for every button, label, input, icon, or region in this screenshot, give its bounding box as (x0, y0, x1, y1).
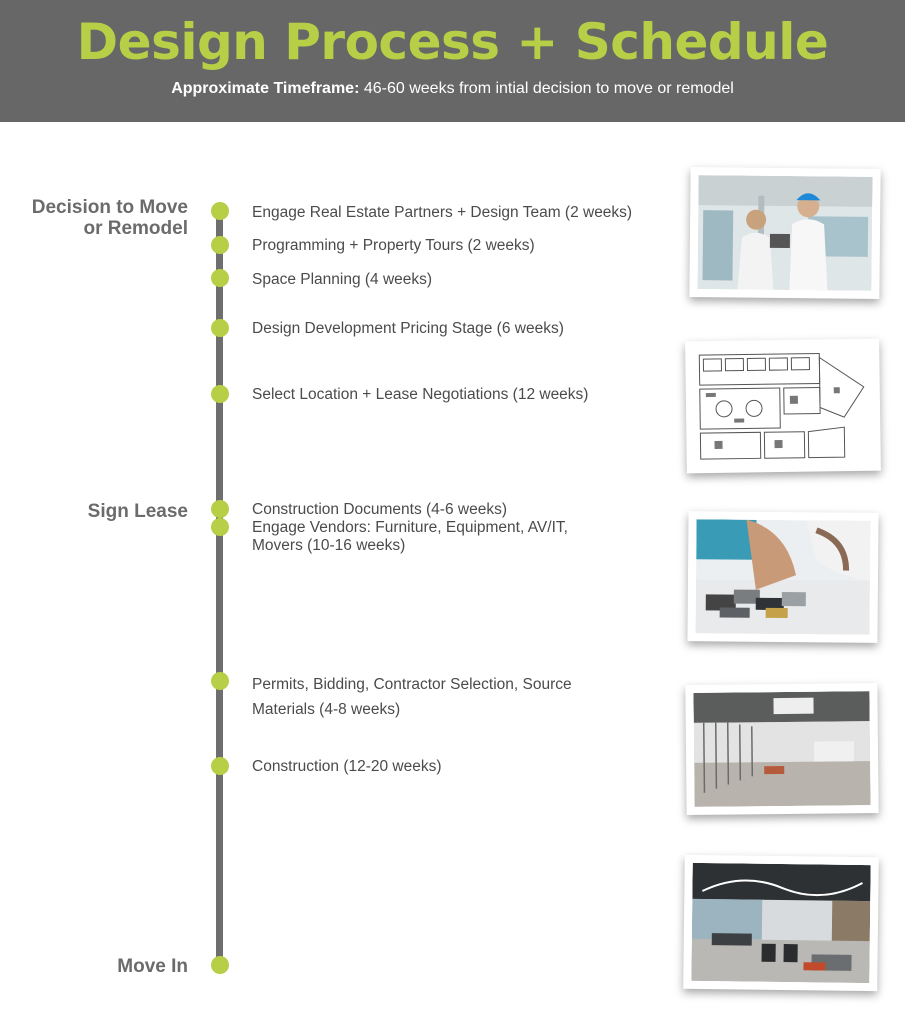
step-permits-line1: Permits, Bidding, Contractor Selection, … (252, 676, 572, 693)
timeline-dot-8 (211, 672, 229, 690)
timeline-dot-2 (211, 236, 229, 254)
photo-design-team (689, 167, 881, 299)
timeline-dot-5 (211, 385, 229, 403)
timeline-dot-10 (211, 956, 229, 974)
page-subtitle: Approximate Timeframe: 46-60 weeks from … (0, 79, 905, 99)
milestone-sign-lease: Sign Lease (87, 501, 188, 522)
timeline-line (216, 212, 223, 965)
timeline-dot-6 (211, 500, 229, 518)
step-construction-documents: Construction Documents (4-6 weeks) (252, 501, 507, 518)
step-engage-vendors: Engage Vendors: Furniture, Equipment, AV… (252, 519, 568, 554)
milestone-decision-line1: Decision to Move (31, 197, 188, 218)
timeline-dot-1 (211, 202, 229, 220)
milestone-decision: Decision to Move or Remodel (8, 197, 188, 239)
step-programming: Programming + Property Tours (2 weeks) (252, 237, 535, 254)
photo-finished-office (683, 854, 879, 992)
milestone-move-in: Move In (117, 956, 188, 977)
subtitle-label: Approximate Timeframe: (171, 80, 360, 97)
step-engage-partners: Engage Real Estate Partners + Design Tea… (252, 204, 633, 221)
page-title: Design Process + Schedule (76, 13, 829, 71)
step-permits: Permits, Bidding, Contractor Selection, … (252, 672, 672, 722)
step-select-location: Select Location + Lease Negotiations (12… (252, 386, 589, 403)
timeline-dot-9 (211, 757, 229, 775)
step-permits-line2: Materials (4-8 weeks) (252, 701, 401, 718)
step-construction: Construction (12-20 weeks) (252, 758, 442, 775)
header-banner: Design Process + Schedule Approximate Ti… (0, 0, 905, 122)
timeline-dot-7 (211, 518, 229, 536)
timeline-dot-4 (211, 319, 229, 337)
photo-floor-plan (685, 338, 881, 474)
photo-construction-site (685, 682, 879, 816)
subtitle-text: 46-60 weeks from intial decision to move… (359, 80, 734, 97)
timeline-dot-3 (211, 269, 229, 287)
step-design-development: Design Development Pricing Stage (6 week… (252, 320, 564, 337)
step-space-planning: Space Planning (4 weeks) (252, 271, 433, 288)
photo-material-selection (687, 511, 879, 643)
milestone-decision-line2: or Remodel (83, 218, 188, 239)
